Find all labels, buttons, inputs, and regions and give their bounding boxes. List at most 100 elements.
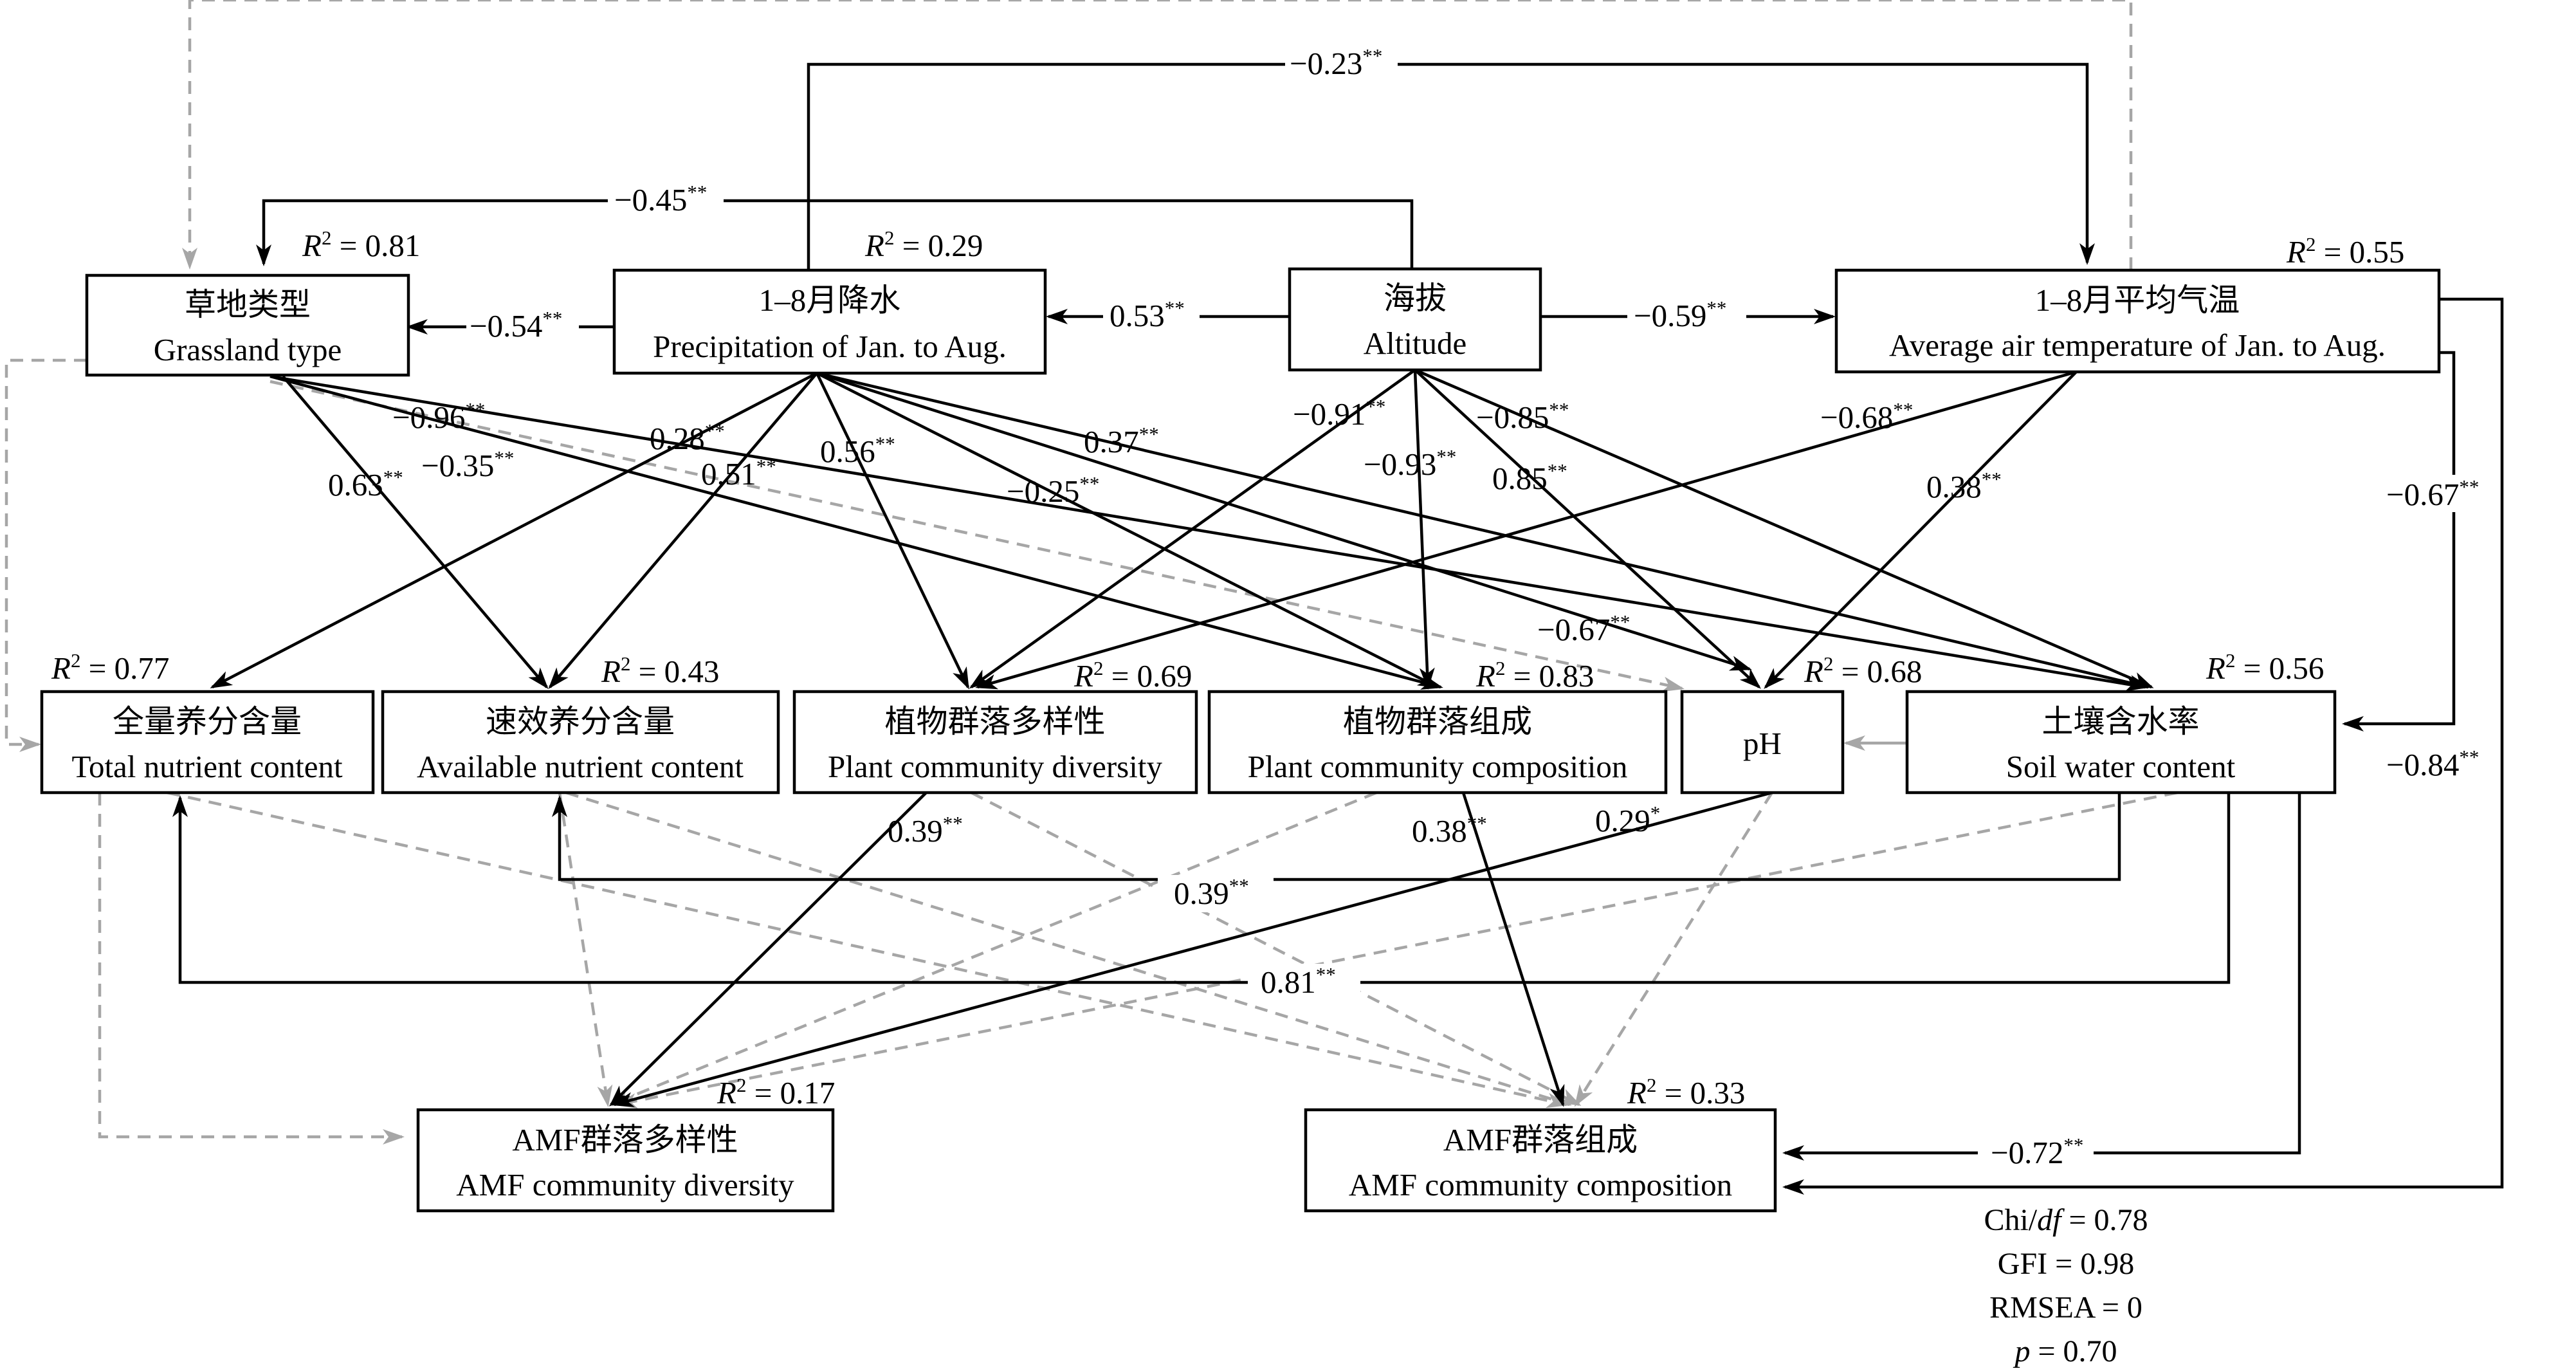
node-label-zh: 1–8月降水 xyxy=(759,282,901,318)
coef-temp-plantdiv: −0.68** xyxy=(1820,398,1913,435)
node-ph: pH xyxy=(1680,690,1845,795)
path-precip-plantcomp xyxy=(816,371,1440,689)
coef-temp-amfcomp: −0.84** xyxy=(2386,746,2479,782)
coef-soilwater-total: 0.81** xyxy=(1261,963,1336,1000)
path-altitude-grassland-top xyxy=(256,199,1414,269)
path-plantcomp-amfcomp xyxy=(1461,792,1565,1107)
coef-soilwater-avail: 0.39** xyxy=(1174,874,1249,911)
node-label-zh: 1–8月平均气温 xyxy=(2035,282,2240,318)
coef-altitude-plantdiv: −0.91** xyxy=(1293,395,1385,432)
path-precip-total xyxy=(210,372,818,688)
coef-temp-soilwater: −0.67** xyxy=(2386,475,2479,512)
node-label-en: Available nutrient content xyxy=(417,749,744,784)
path-grassland-avail xyxy=(282,375,549,690)
coef-plantdiv-amfdiv: 0.39** xyxy=(888,812,963,849)
path-plantdiv-amfdiv xyxy=(609,791,927,1107)
node-label-zh: 全量养分含量 xyxy=(113,704,302,739)
coef-altitude-plantcomp: −0.93** xyxy=(1364,445,1456,482)
path-total-amfdiv xyxy=(98,793,405,1145)
dashed-paths xyxy=(5,0,2178,1145)
node-available-nutrient: 速效养分含量 Available nutrient content xyxy=(381,690,780,795)
path-ph-amfdiv xyxy=(612,791,1773,1107)
node-label-zh: 土壤含水率 xyxy=(2042,704,2199,739)
node-altitude: 海拔 Altitude xyxy=(1288,267,1542,372)
path-grassland-soilwater xyxy=(269,374,2148,692)
coefficient-labels: −0.23** −0.45** −0.54** 0.53** −0.59** −… xyxy=(328,44,2479,1170)
path-avail-amfdiv xyxy=(558,792,613,1107)
coef-grassland-avail: 0.63** xyxy=(328,466,403,502)
coef-precip-ph: −0.67** xyxy=(1537,611,1630,647)
coef-altitude-soilwater: −0.85** xyxy=(1476,398,1569,435)
node-label-en: pH xyxy=(1743,726,1782,761)
coef-grassland-plantcomp: −0.96** xyxy=(392,398,485,435)
node-plant-diversity: 植物群落多样性 Plant community diversity xyxy=(792,690,1198,795)
coef-soilwater-amfcomp: −0.72** xyxy=(1991,1134,2083,1170)
path-ph-amfcomp xyxy=(1574,791,1773,1107)
fit-rmsea: RMSEA = 0 xyxy=(1989,1291,2142,1325)
r2-total-nutrient: R2 = 0.77 xyxy=(51,649,169,686)
node-label-en: AMF community composition xyxy=(1349,1167,1732,1202)
fit-p-value: p = 0.70 xyxy=(2013,1334,2117,1368)
coef-precip-soilwater: 0.37** xyxy=(1084,423,1159,459)
node-amf-composition: AMF群落组成 AMF community composition xyxy=(1304,1108,1777,1213)
path-soilwater-amfdiv xyxy=(615,791,2178,1109)
node-label-zh: 海拔 xyxy=(1384,281,1447,316)
node-label-en: Plant community diversity xyxy=(828,749,1162,784)
model-fit-stats: Chi/df = 0.78 GFI = 0.98 RMSEA = 0 p = 0… xyxy=(1984,1203,2148,1368)
node-label-zh: 植物群落多样性 xyxy=(884,704,1105,739)
r2-available-nutrient: R2 = 0.43 xyxy=(601,652,719,689)
coef-temp-ph: 0.38** xyxy=(1926,468,2002,504)
path-temp-grassland xyxy=(182,0,2133,270)
fit-chi-df: Chi/df = 0.78 xyxy=(1984,1203,2148,1237)
coef-altitude-ph: 0.85** xyxy=(1492,459,1567,496)
coef-grassland-plantdiv: −0.35** xyxy=(421,446,514,483)
path-plantdiv-amfcomp xyxy=(970,791,1582,1107)
node-label-zh: 植物群落组成 xyxy=(1343,704,1532,739)
node-label-zh: AMF群落组成 xyxy=(1443,1122,1638,1157)
path-soilwater-avail xyxy=(552,793,2121,881)
path-temp-soilwater xyxy=(2342,351,2456,732)
coef-altitude-temp: −0.59** xyxy=(1634,297,1726,333)
path-temp-ph xyxy=(1764,371,2078,689)
path-precip-avail xyxy=(548,372,818,690)
r2-labels: R2 = 0.81 R2 = 0.29 R2 = 0.55 R2 = 0.77 … xyxy=(51,226,2404,1110)
r2-precipitation: R2 = 0.29 xyxy=(864,226,983,263)
path-altitude-plantcomp xyxy=(1413,369,1435,690)
path-grassland-ph xyxy=(269,380,1685,692)
coef-altitude-temp-top: −0.23** xyxy=(1290,44,1382,81)
node-air-temperature: 1–8月平均气温 Average air temperature of Jan.… xyxy=(1834,268,2441,374)
coef-precip-avail: 0.51** xyxy=(701,455,776,492)
node-label-en: Grassland type xyxy=(154,332,342,367)
r2-plant-diversity: R2 = 0.69 xyxy=(1073,657,1192,694)
path-temp-plantdiv xyxy=(975,370,2077,690)
r2-air-temperature: R2 = 0.55 xyxy=(2286,233,2404,270)
r2-grassland: R2 = 0.81 xyxy=(302,226,420,263)
path-grassland-plantcomp xyxy=(269,374,1443,690)
path-altitude-soilwater xyxy=(1414,368,2154,689)
coef-altitude-grassland-top: −0.45** xyxy=(614,181,707,217)
node-label-en: AMF community diversity xyxy=(456,1167,794,1202)
coef-precip-plantdiv: 0.56** xyxy=(820,432,895,469)
node-label-en: Average air temperature of Jan. to Aug. xyxy=(1889,327,2386,363)
path-plantcomp-amfdiv xyxy=(608,791,1377,1107)
node-label-en: Soil water content xyxy=(2006,749,2236,784)
fit-gfi: GFI = 0.98 xyxy=(1998,1247,2134,1281)
path-soilwater-total xyxy=(172,793,2231,984)
r2-amf-composition: R2 = 0.33 xyxy=(1627,1074,1745,1110)
node-label-zh: 速效养分含量 xyxy=(486,704,675,739)
path-precip-soilwater xyxy=(816,371,2151,690)
r2-amf-diversity: R2 = 0.17 xyxy=(717,1074,835,1110)
path-precip-ph xyxy=(816,371,1752,671)
node-plant-composition: 植物群落组成 Plant community composition xyxy=(1207,690,1668,795)
node-label-en: Plant community composition xyxy=(1248,749,1628,784)
path-precip-plantdiv xyxy=(815,373,970,690)
solid-paths xyxy=(172,62,2504,1195)
node-total-nutrient: 全量养分含量 Total nutrient content xyxy=(40,690,375,795)
node-soil-water: 土壤含水率 Soil water content xyxy=(1905,690,2337,795)
node-precipitation: 1–8月降水 Precipitation of Jan. to Aug. xyxy=(612,268,1047,375)
coef-precip-total: 0.28** xyxy=(650,419,725,456)
node-label-zh: 草地类型 xyxy=(185,287,311,322)
coef-ph-amfdiv: 0.29* xyxy=(1595,802,1660,838)
